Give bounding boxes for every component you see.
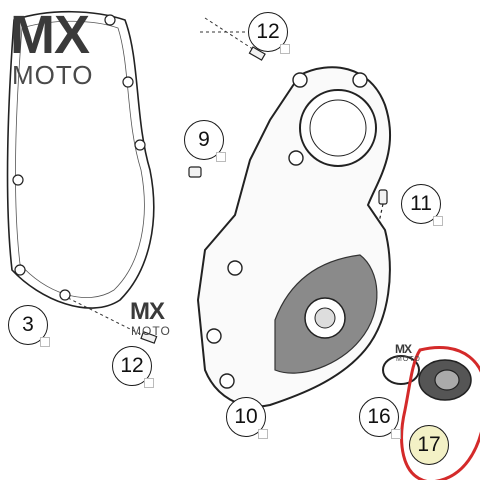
watermark-brand-mid: MX [130, 298, 165, 325]
callout-12-bottom[interactable]: 12 [112, 346, 154, 388]
callout-16[interactable]: 16 [359, 397, 401, 439]
callout-11[interactable]: 11 [401, 184, 443, 226]
o-ring-16 [382, 355, 420, 385]
callout-11-label: 11 [410, 192, 432, 215]
screw-12-bottom [140, 331, 158, 344]
watermark-sub-mid: MOTO [131, 324, 171, 338]
callout-9[interactable]: 9 [184, 120, 226, 162]
callout-10[interactable]: 10 [226, 397, 268, 439]
watermark-sub: MOTO [12, 60, 94, 90]
callout-16-label: 16 [367, 405, 391, 428]
pin-11 [372, 189, 388, 251]
callout-12-bottom-label: 12 [120, 354, 144, 377]
callout-10-label: 10 [234, 405, 258, 428]
screw-12-top [248, 46, 266, 61]
callout-3[interactable]: 3 [8, 305, 50, 347]
ignition-cover-10 [196, 66, 392, 408]
callout-3-label: 3 [22, 313, 34, 336]
gasket-outline [6, 10, 155, 309]
callout-12-top-label: 12 [256, 20, 280, 43]
watermark-brand-small: MX [395, 342, 412, 356]
watermark-sub-small: MOTO [396, 356, 421, 363]
callout-12-top[interactable]: 12 [248, 12, 290, 54]
callout-9-label: 9 [198, 128, 210, 151]
plug-9 [188, 166, 202, 178]
watermark-brand: MX [10, 5, 90, 65]
plug-17 [418, 359, 472, 401]
callout-17-label: 17 [417, 433, 441, 456]
gasket-inner [15, 20, 145, 298]
callout-17[interactable]: 17 [409, 425, 449, 465]
